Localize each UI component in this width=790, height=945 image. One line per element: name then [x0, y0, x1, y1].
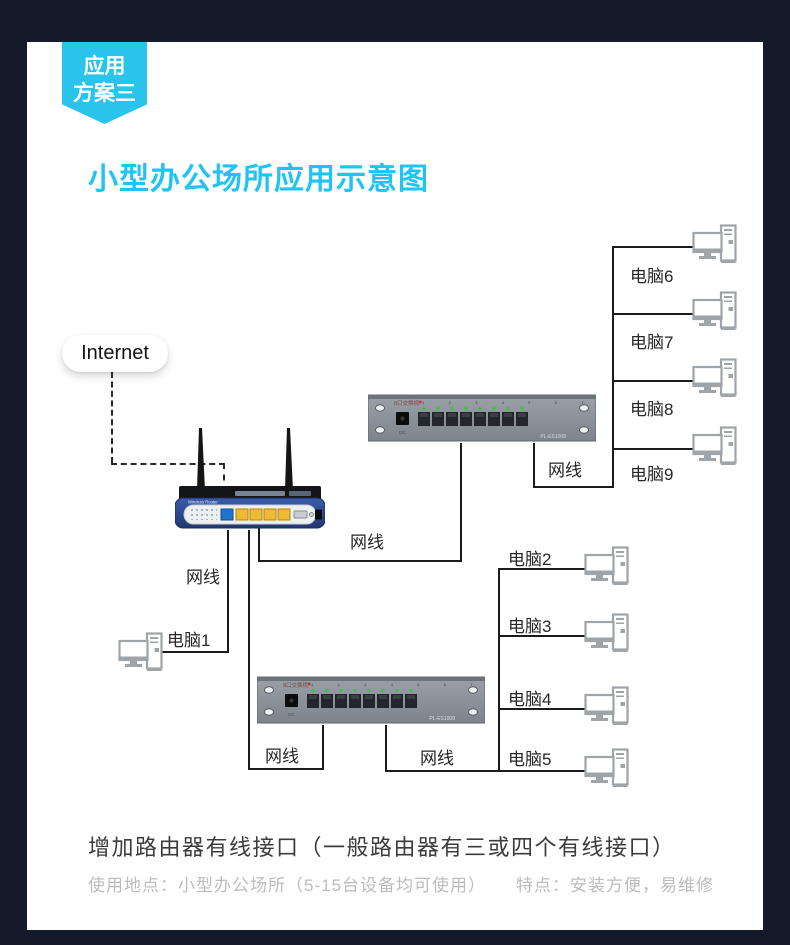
port-numbers-row: 1 2 3 4 5 6 7 8 [311, 682, 485, 687]
computer-label-9: 电脑9 [630, 465, 674, 484]
port-leds-icon [422, 406, 524, 411]
dashed-connector-horizontal [111, 463, 225, 465]
port-leds-icon [311, 688, 413, 693]
switch-model-label: PL-ES1008 [429, 716, 455, 722]
cable-line-router-switchtop-h [258, 560, 462, 562]
ribbon-badge: 应用 方案三 [62, 42, 147, 124]
router-antenna-right-icon [285, 428, 293, 490]
trunk-line-pc6-9 [612, 246, 614, 488]
cable-line-switchtop-trunk-h [533, 486, 614, 488]
switch-bottom-illustration: 8口交换机 1 2 3 4 5 6 7 8 DC [257, 676, 485, 724]
computer-icon [584, 686, 629, 725]
rj45-ports-icon [418, 412, 528, 426]
cable-label-router-switchtop: 网线 [350, 533, 384, 552]
cable-line-switchbottom-drop-left [322, 725, 324, 770]
mounting-holes-icon [264, 686, 478, 716]
cable-line-switchbottom-drop-right [385, 725, 387, 770]
dashed-connector-vertical-1 [111, 372, 113, 463]
cable-label-router-pc1: 网线 [186, 568, 220, 587]
computer-icon [692, 426, 737, 465]
router-wan-port-icon [220, 508, 234, 521]
trunk-line-pc2-5 [498, 568, 500, 772]
branch-line-pc8 [612, 380, 694, 382]
router-illustration: Wireless Router [175, 428, 325, 529]
branch-line-pc3 [498, 635, 586, 637]
router-power-jack-icon [315, 509, 322, 520]
cable-label-router-switchbottom: 网线 [265, 747, 299, 766]
computer-icon [118, 632, 163, 671]
power-led-icon [307, 682, 311, 686]
dc-label: DC [288, 712, 295, 717]
badge-line1: 应用 [83, 55, 126, 78]
computer-label-8: 电脑8 [630, 400, 674, 419]
cable-line-switchtop-trunk-v [533, 443, 535, 486]
cable-label-switchbottom-pcs: 网线 [420, 749, 454, 768]
computer-label-7: 电脑7 [630, 333, 674, 352]
computer-icon [584, 546, 629, 585]
rj45-ports-icon [307, 694, 417, 708]
footer-heading: 增加路由器有线接口（一般路由器有三或四个有线接口） [88, 835, 676, 860]
dashed-connector-vertical-2 [223, 463, 225, 492]
branch-line-pc2 [498, 568, 586, 570]
router-vents [189, 509, 217, 520]
footer-feature: 特点：安装方便，易维修 [516, 876, 715, 895]
page-title: 小型办公场所应用示意图 [88, 163, 429, 196]
footer-subtext: 使用地点：小型办公场所（5-15台设备均可使用） 特点：安装方便，易维修 [88, 871, 714, 896]
computer-label-3: 电脑3 [508, 617, 552, 636]
router-usb-port-icon [293, 510, 308, 519]
cable-line-router-switchbottom-h [248, 768, 324, 770]
cable-line-router-switchbottom-v [248, 530, 250, 770]
dc-label: DC [399, 430, 406, 435]
mounting-holes-icon [375, 404, 589, 434]
router-face-text: Wireless Router [188, 500, 218, 505]
switch-top-illustration: 8口交换机 1 2 3 4 5 6 7 8 DC [368, 394, 596, 442]
computer-label-5: 电脑5 [508, 750, 552, 769]
router-lan-ports-icon [235, 508, 291, 521]
cable-line-router-switchtop-v2 [460, 443, 462, 562]
internet-bubble: Internet [62, 335, 168, 372]
computer-icon [692, 224, 737, 263]
computer-label-6: 电脑6 [630, 267, 674, 286]
computer-label-1: 电脑1 [167, 631, 211, 650]
cable-line-router-pc1-v [227, 530, 229, 651]
computer-label-4: 电脑4 [508, 690, 552, 709]
cable-line-switchbottom-trunk-h [385, 770, 586, 772]
computer-icon [584, 613, 629, 652]
router-antenna-left-icon [197, 428, 205, 490]
cable-label-switchtop-pcs: 网线 [548, 461, 582, 480]
switch-name-label: 8口交换机 [394, 399, 420, 407]
branch-line-pc9 [612, 448, 694, 450]
badge-line2: 方案三 [73, 82, 136, 106]
computer-icon [692, 358, 737, 397]
footer-usage: 使用地点：小型办公场所（5-15台设备均可使用） [88, 876, 487, 895]
branch-line-pc7 [612, 313, 694, 315]
power-led-icon [418, 400, 422, 404]
branch-line-pc6 [612, 246, 694, 248]
computer-icon [584, 748, 629, 787]
computer-label-2: 电脑2 [508, 550, 552, 569]
router-reset-button-icon [309, 512, 314, 517]
cable-line-router-switchtop-v1 [258, 528, 260, 562]
switch-name-label: 8口交换机 [283, 681, 309, 689]
computer-icon [692, 291, 737, 330]
cable-line-router-pc1-h [160, 651, 229, 653]
switch-model-label: PL-ES1008 [540, 434, 566, 440]
branch-line-pc4 [498, 708, 586, 710]
port-numbers-row: 1 2 3 4 5 6 7 8 [422, 400, 596, 405]
content-panel: 应用 方案三 小型办公场所应用示意图 Internet [27, 42, 763, 930]
